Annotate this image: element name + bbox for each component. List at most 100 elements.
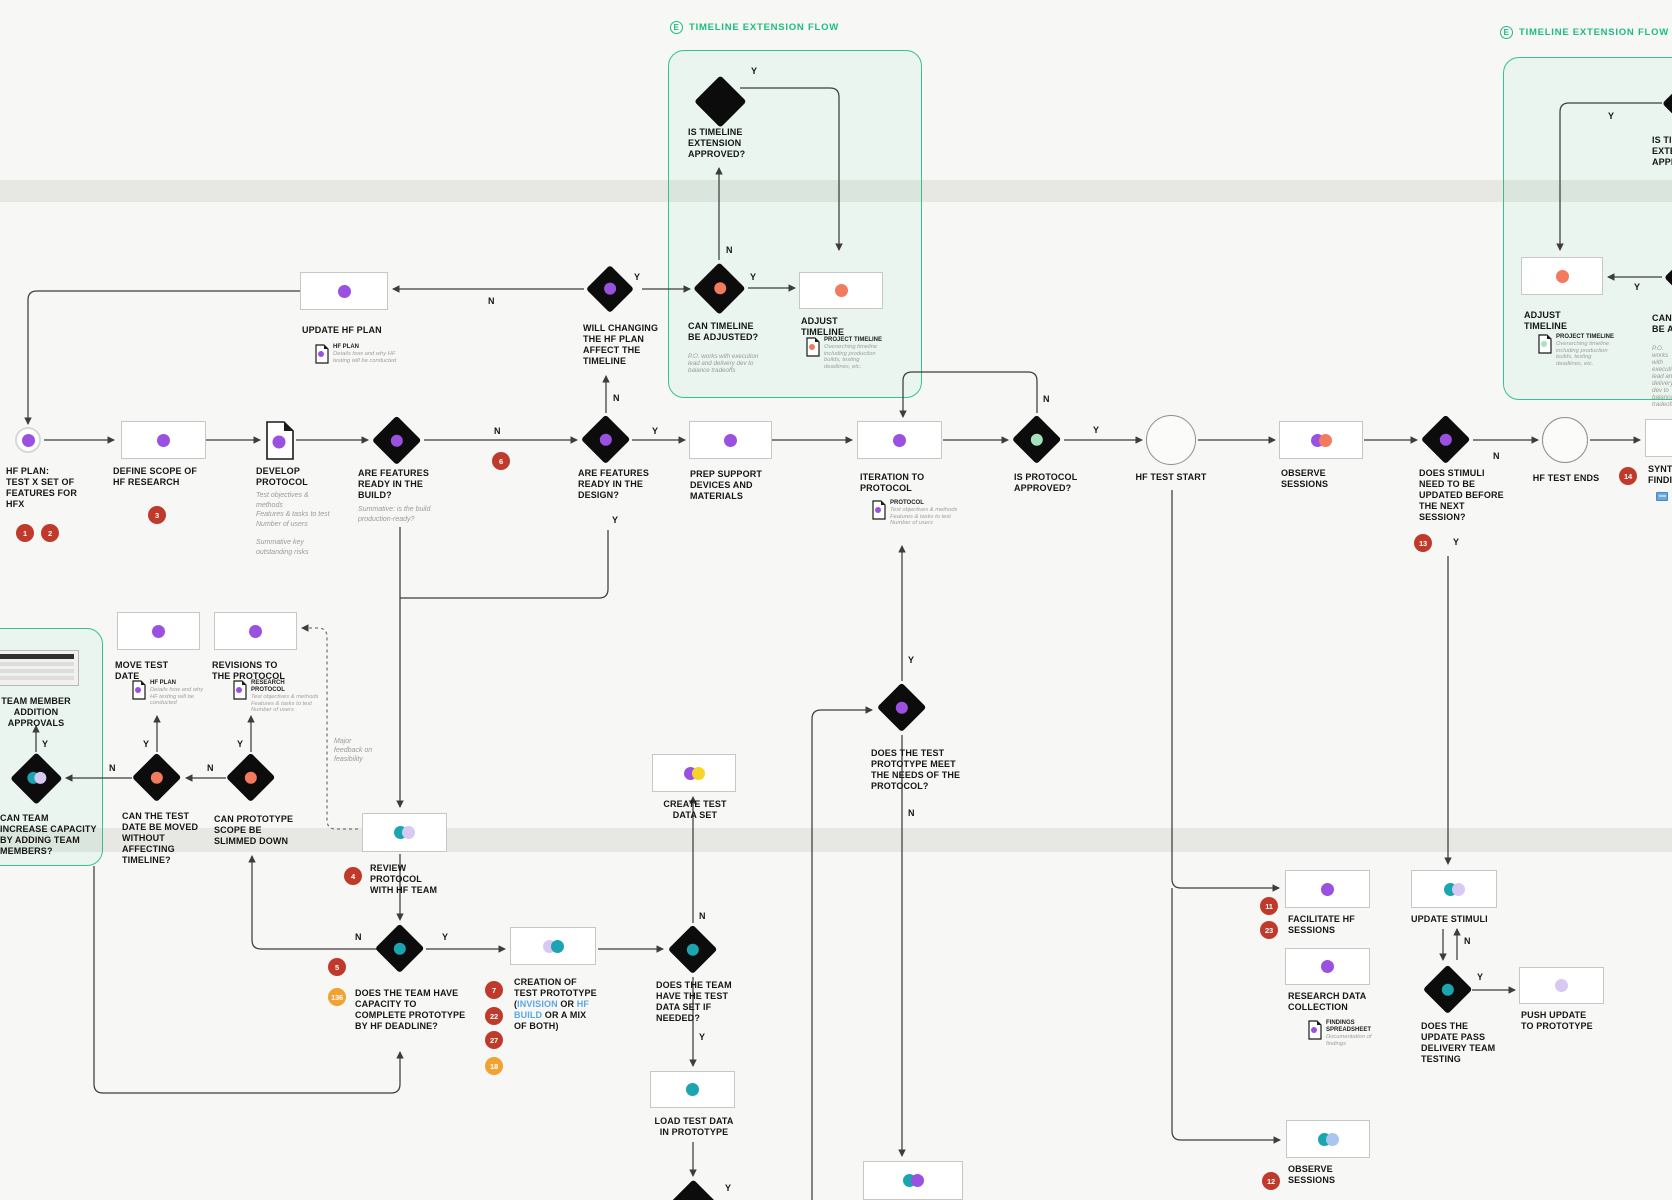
bottom-step[interactable]	[863, 1161, 963, 1200]
can-prototype-slim[interactable]	[225, 752, 276, 803]
team-capacity-dots-wrap	[393, 942, 406, 955]
develop-protocol[interactable]	[266, 421, 294, 460]
create-test-data[interactable]	[652, 754, 736, 792]
hf-plan-start[interactable]	[15, 427, 41, 453]
update-pass-testing[interactable]	[1422, 964, 1473, 1015]
comment-badge-12[interactable]: 12	[1262, 1172, 1280, 1190]
comment-badge-27[interactable]: 27	[485, 1031, 503, 1049]
comment-badge-18[interactable]: 18	[485, 1057, 503, 1075]
node-dots	[1439, 433, 1452, 446]
edge-label-y-18: Y	[1453, 537, 1460, 547]
comment-badge-4[interactable]: 4	[344, 867, 362, 885]
features-ready-build[interactable]	[371, 415, 422, 466]
protocol-doc-doc-icon	[872, 500, 886, 527]
comment-badge-2[interactable]: 2	[41, 524, 59, 542]
hf-test-start[interactable]	[1146, 415, 1196, 465]
dot-lavender	[1451, 882, 1465, 896]
adjust-timeline[interactable]	[799, 272, 883, 309]
edge-label-y-14: Y	[442, 932, 449, 942]
dot-teal	[1441, 983, 1454, 996]
edge-label-y-20: Y	[1477, 972, 1484, 982]
comment-badge-1[interactable]: 1	[16, 524, 34, 542]
hf-plan-doc-2-line: Details how and why	[150, 687, 204, 693]
dot-teal	[686, 1083, 699, 1096]
research-protocol-doc-line: Test objectives & methods	[251, 694, 319, 700]
update-stimuli[interactable]	[1411, 870, 1497, 908]
observe-sessions-2[interactable]	[1286, 1120, 1370, 1158]
comment-badge-5[interactable]: 5	[328, 958, 346, 976]
comment-badge-3[interactable]: 3	[148, 506, 166, 524]
adjust-timeline-2[interactable]	[1521, 257, 1603, 295]
define-scope[interactable]	[121, 421, 206, 459]
frame-title-text: TIMELINE EXTENSION FLOW	[1519, 27, 1669, 38]
update-hf-plan[interactable]	[300, 272, 388, 310]
can-date-move[interactable]	[131, 752, 182, 803]
node-dots	[337, 284, 351, 298]
protocol-approved[interactable]	[1011, 414, 1062, 465]
dot-salmon	[244, 771, 257, 784]
dot-purple	[1439, 433, 1452, 446]
prototype-meets[interactable]	[876, 682, 927, 733]
node-dots	[603, 282, 616, 295]
have-test-data-dots-wrap	[686, 943, 699, 956]
hf-plan-doc-2-line: conducted	[150, 700, 177, 707]
comment-badge-14[interactable]: 14	[1619, 467, 1637, 485]
review-protocol[interactable]	[362, 813, 447, 852]
facilitate-sessions[interactable]	[1285, 870, 1370, 908]
comment-badge-136[interactable]: 136	[328, 988, 346, 1006]
dot-purple	[603, 282, 616, 295]
dot-teal	[550, 939, 564, 953]
research-data[interactable]	[1285, 948, 1370, 985]
will-changing-plan[interactable]	[586, 265, 634, 313]
edge-22	[811, 706, 874, 1200]
prep-support[interactable]	[689, 421, 772, 459]
load-test-data[interactable]	[650, 1071, 735, 1108]
node-dots	[712, 281, 725, 294]
comment-badge-6[interactable]: 6	[492, 452, 510, 470]
push-update[interactable]	[1519, 967, 1604, 1004]
revisions-protocol[interactable]	[214, 612, 297, 650]
comment-badge-22[interactable]: 22	[485, 1007, 503, 1025]
features-ready-design[interactable]	[580, 414, 631, 465]
observe-sessions[interactable]	[1279, 421, 1363, 459]
node-dots	[542, 939, 564, 953]
iteration-protocol[interactable]	[857, 421, 942, 459]
have-test-data[interactable]	[667, 924, 718, 975]
stimuli-update[interactable]	[1420, 414, 1471, 465]
team-capacity[interactable]	[374, 923, 425, 974]
move-test-date[interactable]	[117, 612, 200, 650]
comment-badge-13[interactable]: 13	[1414, 534, 1432, 552]
edge-label-n-0: N	[494, 426, 501, 436]
can-date-move-dots-wrap	[150, 771, 163, 784]
comment-badge-23[interactable]: 23	[1260, 921, 1278, 939]
node-dots	[1321, 960, 1334, 973]
bottom-decision[interactable]	[666, 1178, 719, 1200]
dot-lavender	[402, 826, 415, 839]
hf-test-ends[interactable]	[1542, 417, 1588, 463]
comment-badge-7[interactable]: 7	[485, 981, 503, 999]
creation-prototype[interactable]	[510, 927, 596, 965]
attachment-thumb[interactable]	[1656, 492, 1668, 501]
link-text: INVISION	[517, 999, 558, 1009]
comment-badge-11[interactable]: 11	[1260, 897, 1278, 915]
synthesize-findings[interactable]	[1645, 419, 1672, 457]
edge-label-n-13: N	[908, 808, 915, 818]
approvals-table[interactable]	[0, 650, 79, 686]
edge-label-n-21: N	[207, 763, 214, 773]
update-pass-testing-dots-wrap	[1441, 983, 1454, 996]
edge-label-n-8: N	[1043, 394, 1050, 404]
project-timeline-doc-2-line: deadlines, etc.	[1556, 360, 1594, 367]
